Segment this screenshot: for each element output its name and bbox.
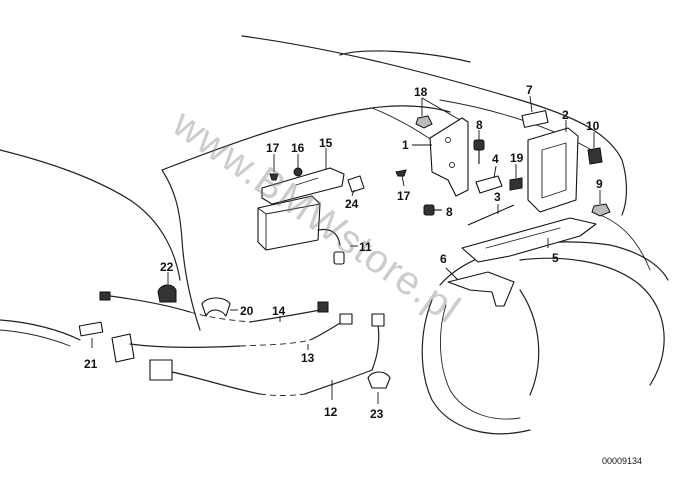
part-16-screw xyxy=(293,154,303,177)
part-18-nut xyxy=(415,97,461,129)
callout-2: 2 xyxy=(562,108,569,122)
callout-17-lower: 17 xyxy=(397,189,411,203)
callout-11: 11 xyxy=(359,240,372,254)
callout-labels: 1 2 3 4 5 6 7 8 8 9 10 11 12 13 14 15 16… xyxy=(84,83,603,421)
part-20-clamp xyxy=(201,297,238,317)
part-10-clip-nut xyxy=(587,132,603,165)
part-17-screw-upper xyxy=(269,154,279,181)
part-7-tab xyxy=(521,95,549,128)
callout-6: 6 xyxy=(440,252,447,266)
part-6-bracket xyxy=(445,267,515,307)
part-1-bracket xyxy=(412,117,469,197)
callout-1: 1 xyxy=(402,138,409,152)
part-15-bracket xyxy=(261,148,345,205)
callout-7: 7 xyxy=(526,83,533,97)
callout-16: 16 xyxy=(291,141,305,155)
part-13-cable xyxy=(129,313,353,350)
part-8-bolt-lower xyxy=(423,204,442,216)
callout-18: 18 xyxy=(414,85,428,99)
callout-19: 19 xyxy=(510,151,524,165)
part-19-clip xyxy=(509,164,523,191)
callout-9: 9 xyxy=(596,177,603,191)
part-5-tray xyxy=(461,217,597,263)
part-2-plate xyxy=(527,120,579,213)
callout-13: 13 xyxy=(301,351,315,365)
callout-14: 14 xyxy=(272,304,286,318)
callout-23: 23 xyxy=(370,407,384,421)
part-14-cable xyxy=(99,291,329,323)
callout-10: 10 xyxy=(586,119,600,133)
part-17-screw-lower xyxy=(395,169,407,187)
part-9-nut xyxy=(591,190,611,217)
part-11-control-unit xyxy=(257,195,358,265)
callout-8-lower: 8 xyxy=(446,205,453,219)
callout-3: 3 xyxy=(494,190,501,204)
part-4-clip xyxy=(475,165,503,194)
callout-5: 5 xyxy=(552,251,559,265)
part-21-connector xyxy=(78,321,135,363)
callout-21: 21 xyxy=(84,357,98,371)
callout-20: 20 xyxy=(240,304,254,318)
part-12-cable xyxy=(149,313,385,400)
callout-22: 22 xyxy=(160,260,174,274)
part-23-clip xyxy=(367,371,391,404)
part-3-rod xyxy=(467,204,515,226)
car-body-outline xyxy=(0,35,669,435)
callout-17-upper: 17 xyxy=(266,141,280,155)
callout-12: 12 xyxy=(324,405,338,419)
callout-8-upper: 8 xyxy=(476,118,483,132)
part-24-clip xyxy=(347,175,365,197)
part-22-grommet xyxy=(157,272,177,303)
part-8-bolt-upper xyxy=(473,130,485,164)
watermark: www.BMWstore.pl xyxy=(164,101,468,332)
callout-4: 4 xyxy=(492,152,499,166)
callout-15: 15 xyxy=(319,136,333,150)
reference-number: 00009134 xyxy=(602,456,642,466)
callout-24: 24 xyxy=(345,197,359,211)
